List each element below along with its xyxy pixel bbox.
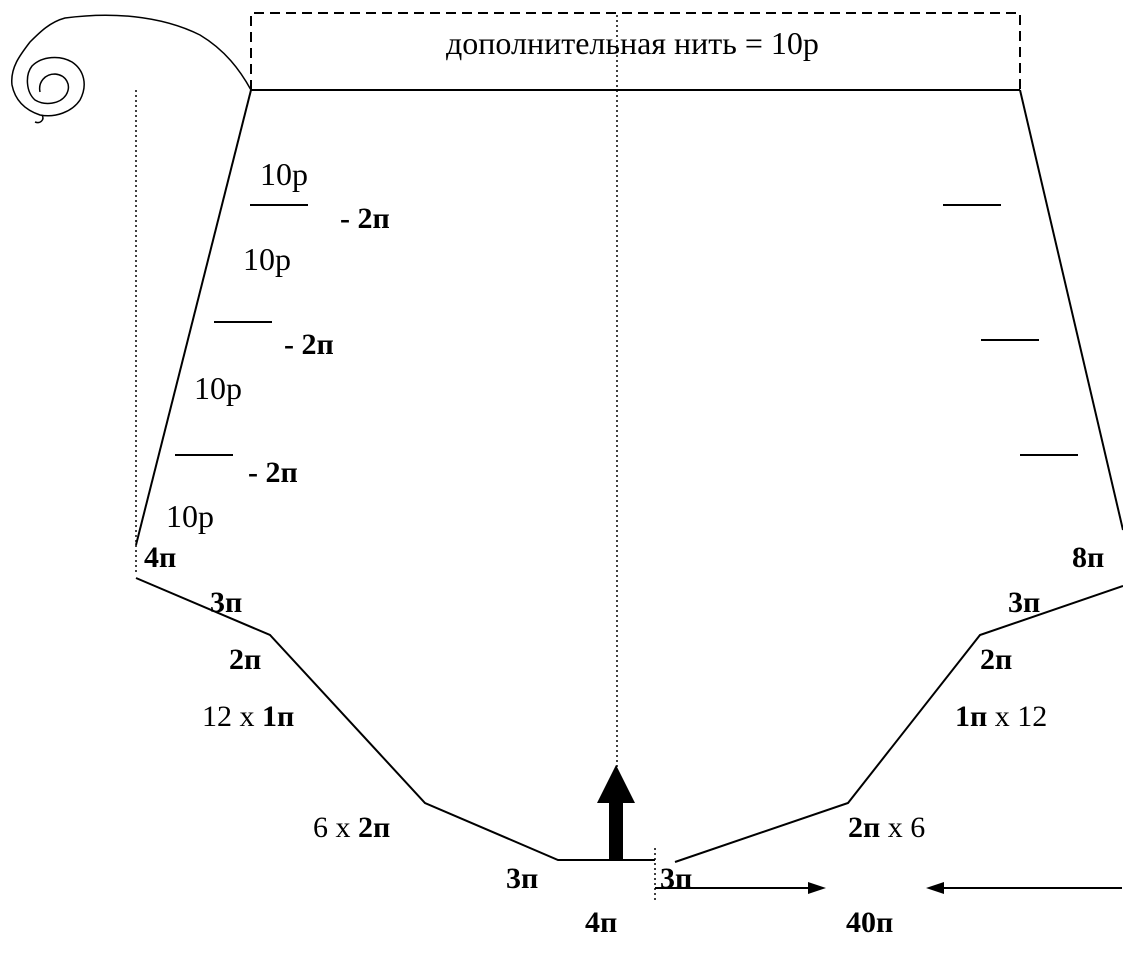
decrease-label: - 2п <box>248 456 298 489</box>
stitch-value: 1п <box>955 700 988 733</box>
right-side-edge <box>1019 89 1123 531</box>
right-curve <box>674 585 1123 863</box>
decrease-label: - 2п <box>284 328 334 361</box>
rows-label: 10р <box>243 241 291 277</box>
left-base-label: 4п <box>144 541 177 574</box>
right-curve-label: 2п х 6 <box>848 813 925 843</box>
left-curve-label: 6 х 2п <box>313 813 390 843</box>
right-curve-label: 2п <box>980 643 1013 676</box>
extra-thread-label: дополнительная нить = 10р <box>446 25 819 61</box>
left-side-edge <box>135 89 252 546</box>
center-width-label: 4п <box>585 906 618 939</box>
left-curve <box>135 577 655 861</box>
stitch-value: 2п <box>358 811 391 844</box>
left-curve-label: 3п <box>506 862 539 895</box>
rows-label: 10р <box>166 498 214 534</box>
half-width-label: 40п <box>846 906 894 939</box>
rows-label: 10р <box>260 156 308 192</box>
multiplier-text: х 12 <box>987 700 1048 733</box>
right-curve-label: 1п х 12 <box>955 702 1047 732</box>
left-curve-label: 12 х 1п <box>202 702 294 732</box>
left-arrow-icon <box>926 882 1122 894</box>
stitch-value: 1п <box>262 700 295 733</box>
right-base-label: 8п <box>1072 541 1105 574</box>
decrease-label: - 2п <box>340 202 390 235</box>
left-curve-label: 3п <box>210 586 243 619</box>
right-arrow-icon <box>655 882 826 894</box>
right-curve-label: 3п <box>1008 586 1041 619</box>
scribble-mark <box>11 14 252 124</box>
right-curve-label: 3п <box>660 862 693 895</box>
multiplier-text: х 6 <box>880 811 926 844</box>
stitch-value: 2п <box>848 811 881 844</box>
rows-label: 10р <box>194 370 242 406</box>
left-curve-label: 2п <box>229 643 262 676</box>
extra-thread-box <box>250 12 1021 90</box>
up-arrow-icon <box>597 765 635 860</box>
multiplier-text: 12 х <box>202 700 262 733</box>
multiplier-text: 6 х <box>313 811 358 844</box>
